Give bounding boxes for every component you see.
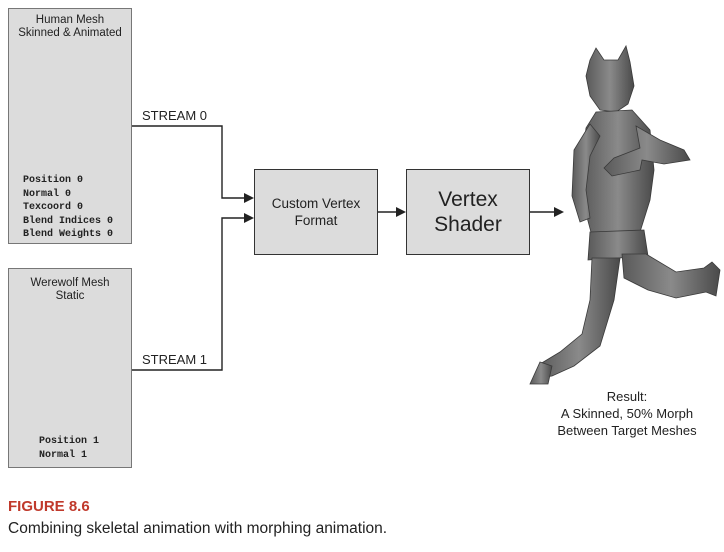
custom-vertex-format-box: Custom Vertex Format <box>254 169 378 255</box>
result-caption: Result: A Skinned, 50% Morph Between Tar… <box>532 388 722 439</box>
werewolf-mesh-attributes: Position 1 Normal 1 <box>39 435 99 462</box>
attribute-item: Texcoord 0 <box>23 202 84 213</box>
figure-label: FIGURE 8.6 <box>8 498 90 515</box>
werewolf-mesh-panel: Werewolf Mesh Static Position 1 Normal 1 <box>8 268 132 468</box>
vertex-shader-box: Vertex Shader <box>406 169 530 255</box>
human-mesh-panel: Human Mesh Skinned & Animated Position 0… <box>8 8 132 244</box>
figure-caption: Combining skeletal animation with morphi… <box>8 520 388 537</box>
attribute-item: Blend Weights 0 <box>23 229 114 240</box>
result-line3: Between Target Meshes <box>557 423 697 438</box>
result-line2: A Skinned, 50% Morph <box>560 406 694 421</box>
vs-label-line2: Shader <box>434 213 502 236</box>
werewolf-mesh-title-line2: Static <box>55 290 85 302</box>
stream-1-label: STREAM 1 <box>142 352 208 367</box>
human-mesh-title-line2: Skinned & Animated <box>18 27 122 39</box>
cvf-label-line2: Format <box>294 213 338 228</box>
result-morph-figure <box>529 44 721 385</box>
human-mesh-attributes: Position 0 Normal 0 Texcoord 0 Blend Ind… <box>23 174 113 242</box>
werewolf-mesh-title-line1: Werewolf Mesh <box>30 277 110 289</box>
attribute-item: Blend Indices 0 <box>23 215 114 227</box>
stream0-connector <box>132 125 254 203</box>
attribute-item: Position 1 <box>39 436 100 447</box>
werewolf-mesh-title: Werewolf Mesh Static <box>9 277 131 303</box>
result-line1: Result: <box>606 389 648 404</box>
human-mesh-title: Human Mesh Skinned & Animated <box>9 14 131 40</box>
human-mesh-title-line1: Human Mesh <box>35 14 105 26</box>
stream-0-label: STREAM 0 <box>142 108 208 123</box>
vs-label-line1: Vertex <box>438 188 498 211</box>
stream1-connector <box>132 213 254 371</box>
attribute-item: Normal 0 <box>23 188 72 200</box>
attribute-item: Normal 1 <box>39 449 88 461</box>
attribute-item: Position 0 <box>23 175 84 186</box>
cvf-label-line1: Custom Vertex <box>271 196 361 211</box>
